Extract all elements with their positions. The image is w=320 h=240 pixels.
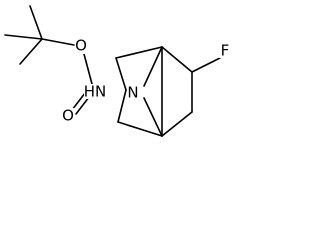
ring-bond-upper-bridgehead-top: [115, 46, 163, 59]
ring-nitrogen-label: N: [127, 84, 138, 102]
ester-oxygen-to-carbonyl-bond: [83, 53, 93, 85]
ester-oxygen-label-mask: [75, 39, 87, 54]
ring-bond-nh-to-bridgehead-bottom: [143, 97, 163, 137]
carbon-fluorine-bond: [191, 57, 221, 73]
ring-bond-n-upper: [115, 57, 127, 91]
chemical-structure-diagram: O O HN N F: [4, 5, 231, 137]
ester-oxygen-label: O: [75, 37, 87, 55]
ring-bond-bridgehead-to-nh: [143, 46, 163, 87]
tbutyl-to-ester-oxygen-bond: [41, 38, 75, 46]
ring-bond-lower-bridgehead-bottom: [117, 121, 163, 137]
tbutyl-methyl-bond-bottom: [19, 38, 43, 65]
carbonyl-oxygen-label-mask: [61, 108, 75, 123]
ring-bond-ch2-to-bottom: [161, 111, 193, 137]
amine-label-mask: [84, 84, 106, 99]
atom-label-set: O O HN N F: [61, 37, 231, 125]
amine-label: HN: [84, 83, 107, 101]
fluorine-label-mask: [219, 43, 231, 58]
bond-set: [4, 5, 221, 137]
ring-bond-n-lower: [117, 89, 127, 123]
tbutyl-methyl-bond-top: [29, 5, 43, 40]
fluorine-label: F: [221, 42, 230, 60]
ring-nitrogen-label-mask: [127, 86, 139, 100]
tbutyl-methyl-bond-left: [4, 34, 43, 40]
carbonyl-oxygen-label: O: [62, 107, 74, 125]
ring-bond-top-to-cf: [161, 46, 193, 73]
